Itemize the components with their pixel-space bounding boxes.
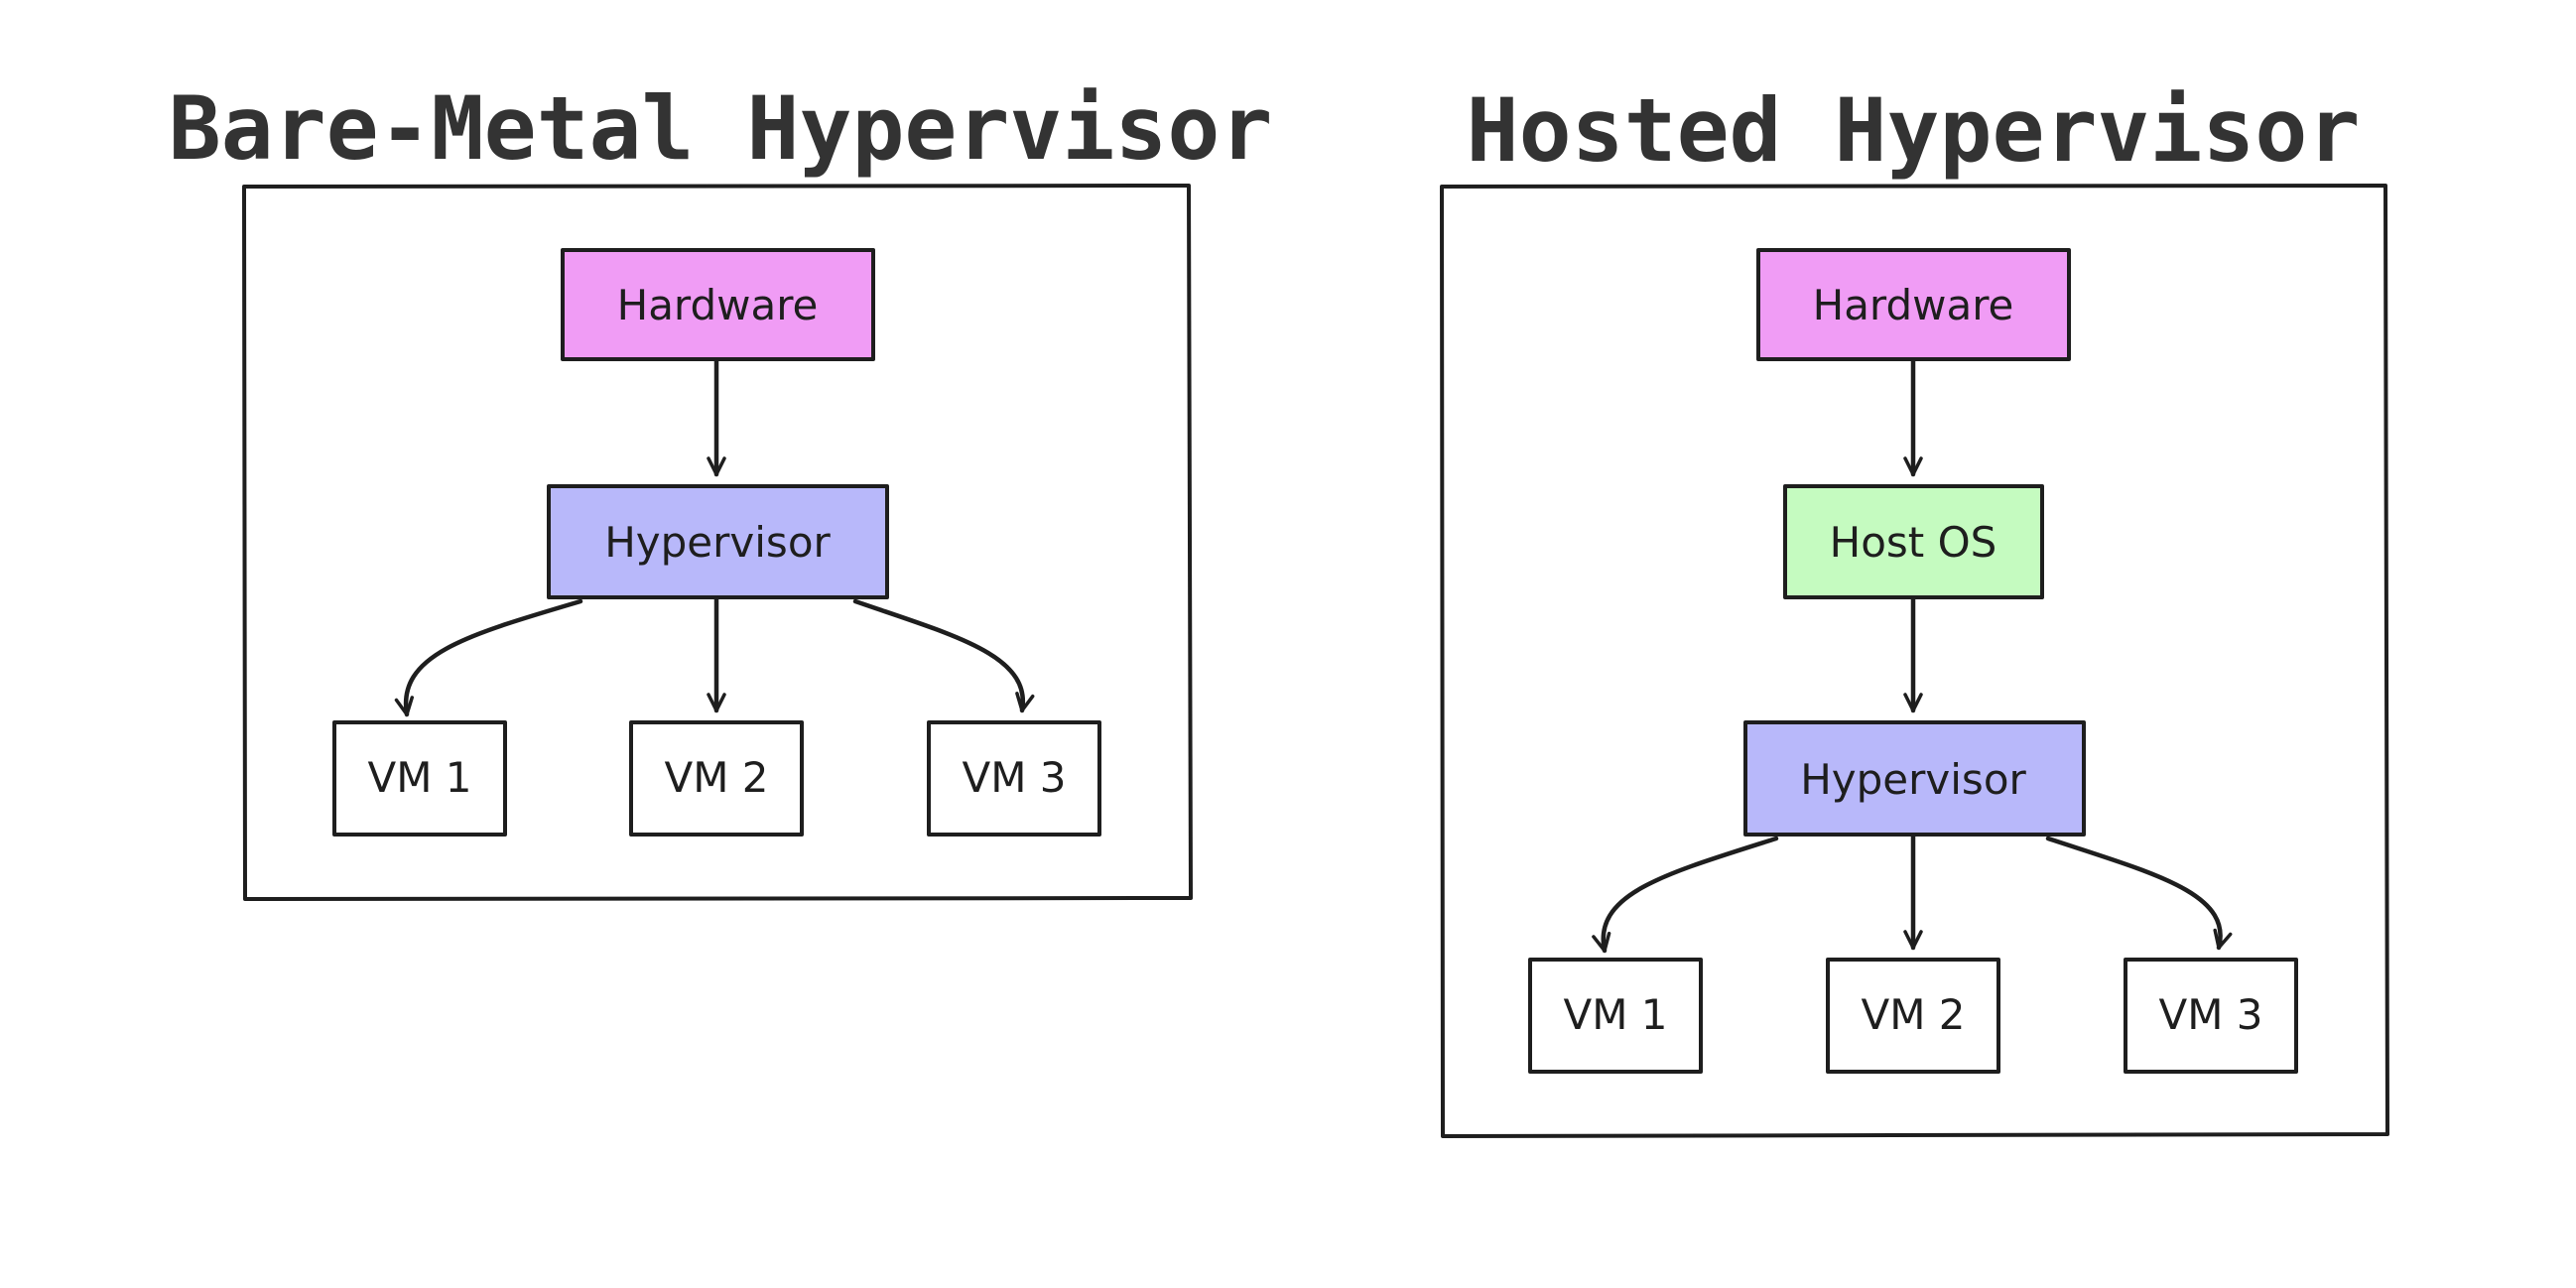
hosted-title: Hosted Hypervisor [1467, 79, 2361, 182]
vm1-label: VM 1 [367, 753, 471, 802]
vm2-box [629, 720, 804, 837]
vm1-box [332, 720, 507, 837]
bare-metal-vm2-node[interactable]: VM 2 [629, 720, 804, 837]
vm1-box [1528, 958, 1703, 1074]
bare-metal-diagram: Bare-Metal Hypervisor Hardware Hyperviso… [169, 77, 1273, 901]
vm2-label: VM 2 [664, 753, 768, 802]
hosted-vm1-node[interactable]: VM 1 [1528, 958, 1703, 1074]
hardware-box [561, 248, 875, 361]
hypervisor-box [1743, 720, 2086, 837]
vm3-label: VM 3 [962, 753, 1066, 802]
hardware-box [1756, 248, 2071, 361]
vm3-box [2124, 958, 2298, 1074]
hosted-host-os-node[interactable]: Host OS [1783, 484, 2044, 599]
vm1-label: VM 1 [1563, 990, 1667, 1039]
arrow-hypervisor-to-vm1 [1592, 836, 1779, 954]
hardware-label: Hardware [1813, 281, 2014, 329]
hosted-hardware-node[interactable]: Hardware [1756, 248, 2071, 361]
bare-metal-hypervisor-node[interactable]: Hypervisor [547, 484, 889, 599]
vm2-box [1826, 958, 2000, 1074]
bare-metal-vm1-node[interactable]: VM 1 [332, 720, 507, 837]
hardware-label: Hardware [617, 281, 819, 329]
bare-metal-frame [242, 184, 1193, 901]
vm3-box [927, 720, 1101, 837]
hosted-vm2-node[interactable]: VM 2 [1826, 958, 2000, 1074]
hosted-frame [1440, 184, 2389, 1138]
vm3-label: VM 3 [2158, 990, 2262, 1039]
arrow-hypervisor-to-vm3 [852, 598, 1035, 713]
hypervisor-label: Hypervisor [1800, 755, 2026, 804]
bare-metal-hardware-node[interactable]: Hardware [561, 248, 875, 361]
bare-metal-vm3-node[interactable]: VM 3 [927, 720, 1101, 837]
arrow-hypervisor-to-vm3 [2045, 836, 2233, 951]
arrow-hypervisor-to-vm1 [394, 598, 583, 717]
host-os-box [1783, 484, 2044, 599]
host-os-label: Host OS [1830, 518, 1997, 567]
bare-metal-title: Bare-Metal Hypervisor [169, 77, 1273, 180]
vm2-label: VM 2 [1861, 990, 1965, 1039]
hypervisor-label: Hypervisor [604, 518, 831, 567]
hosted-diagram: Hosted Hypervisor Hardware Host OS Hyper… [1440, 79, 2389, 1138]
hosted-hypervisor-node[interactable]: Hypervisor [1743, 720, 2086, 837]
hosted-vm3-node[interactable]: VM 3 [2124, 958, 2298, 1074]
hypervisor-box [547, 484, 889, 599]
